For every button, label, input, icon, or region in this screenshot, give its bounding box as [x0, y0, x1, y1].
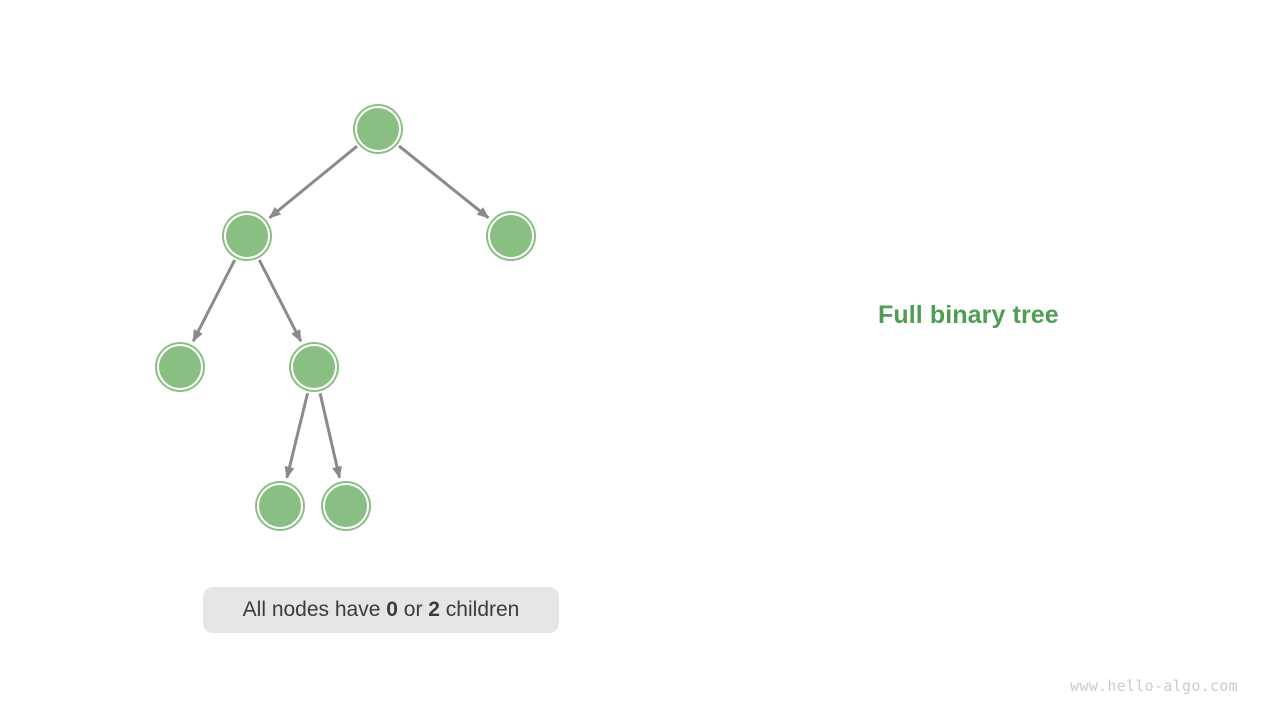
caption-text-2: or	[397, 598, 429, 621]
tree-edge	[191, 259, 237, 343]
tree-node	[222, 211, 272, 261]
caption-box: All nodes have 0 or 2 children	[203, 587, 559, 633]
tree-edge	[268, 144, 359, 219]
diagram-title: Full binary tree	[878, 301, 1059, 329]
tree-node	[289, 342, 339, 392]
tree-edge	[318, 392, 342, 479]
tree-edge	[398, 144, 490, 219]
tree-node	[255, 481, 305, 531]
caption-text-1: All nodes have	[242, 598, 387, 621]
caption-bold-0: 0	[386, 598, 398, 621]
tree-node	[353, 104, 403, 154]
tree-edge	[257, 259, 303, 343]
tree-node	[486, 211, 536, 261]
caption-bold-2: 2	[428, 598, 440, 621]
tree-node	[155, 342, 205, 392]
tree-edge	[284, 392, 310, 479]
tree-node	[321, 481, 371, 531]
caption-text-3: children	[439, 598, 520, 621]
watermark: www.hello-algo.com	[1070, 677, 1238, 695]
